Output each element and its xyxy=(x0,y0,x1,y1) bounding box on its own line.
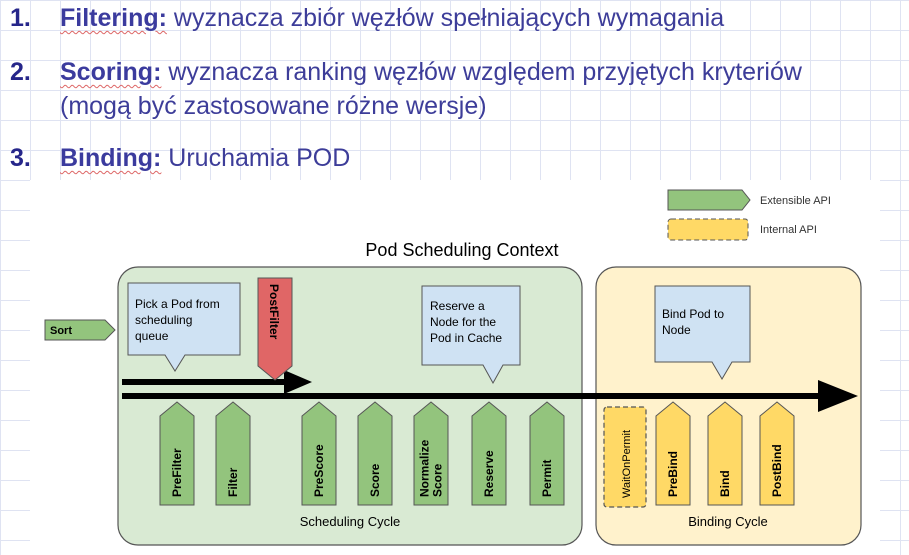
binding-label: Bind xyxy=(718,470,732,497)
scheduling-label: Score xyxy=(431,463,445,497)
list-text: wyznacza ranking węzłów względem przyjęt… xyxy=(161,58,802,86)
list-number: 2. xyxy=(10,58,31,86)
note-bind-line: Node xyxy=(662,323,691,337)
list-number: 3. xyxy=(10,144,31,172)
scheduling-label: Permit xyxy=(540,460,554,497)
scheduling-plugin xyxy=(471,401,507,506)
legend-internal-swatch xyxy=(667,218,749,241)
scheduling-label: Normalize xyxy=(418,439,432,497)
postfilter-plugin xyxy=(257,277,293,381)
scheduling-label: PreFilter xyxy=(170,448,184,497)
note-reserve-line: Reserve a xyxy=(430,299,485,313)
list-term: Scoring: xyxy=(60,58,162,86)
scheduling-plugin xyxy=(529,401,565,506)
flow-arrowhead-short xyxy=(284,370,312,394)
wait-on-permit-label: WaitOnPermit xyxy=(621,430,633,498)
legend-internal-label: Internal API xyxy=(760,224,817,236)
flow-arrowhead-main xyxy=(818,380,858,412)
scheduling-cycle-label: Scheduling Cycle xyxy=(300,514,400,529)
list-number: 1. xyxy=(10,4,31,32)
scheduling-plugin xyxy=(301,401,337,506)
scheduling-plugin xyxy=(159,401,195,506)
list-term: Filtering: xyxy=(60,4,167,32)
note-reserve-line: Node for the xyxy=(430,315,496,329)
scheduling-label: Filter xyxy=(226,467,240,497)
binding-cycle-label: Binding Cycle xyxy=(688,514,768,529)
binding-label: PostBind xyxy=(770,444,784,497)
binding-plugin xyxy=(707,401,743,506)
sort-plugin xyxy=(44,319,116,341)
scheduling-plugin xyxy=(357,401,393,506)
scheduling-label: Score xyxy=(368,463,382,497)
note-pick-line: Pick a Pod from xyxy=(135,297,220,311)
legend-extensible-swatch xyxy=(667,189,751,211)
note-reserve-line: Pod in Cache xyxy=(430,331,502,345)
scheduling-label: PreScore xyxy=(312,444,326,497)
list-term: Binding: xyxy=(60,144,162,172)
scheduling-plugin xyxy=(413,401,449,506)
scheduling-framework-diagram: Extensible API Internal API Pod Scheduli… xyxy=(30,180,880,555)
scheduling-label: Reserve xyxy=(482,450,496,497)
legend-extensible-label: Extensible API xyxy=(760,195,831,207)
binding-plugin xyxy=(655,401,691,506)
sort-label: Sort xyxy=(50,325,72,337)
note-pick-line: queue xyxy=(135,329,169,343)
wait-on-permit-plugin xyxy=(603,406,647,508)
note-reserve-node xyxy=(421,285,521,385)
list-text: Uruchamia POD xyxy=(161,144,351,172)
list-text: wyznacza zbiór węzłów spełniających wyma… xyxy=(166,4,725,32)
note-pick-line: scheduling xyxy=(135,313,192,327)
scheduling-plugin xyxy=(215,401,251,506)
postfilter-label: PostFilter xyxy=(267,284,281,340)
note-bind-line: Bind Pod to xyxy=(662,307,724,321)
note-pick-pod xyxy=(127,282,241,372)
binding-label: PreBind xyxy=(666,451,680,497)
list-text: (mogą być zastosowane różne wersje) xyxy=(60,92,487,120)
binding-plugin xyxy=(759,401,795,506)
note-bind-pod xyxy=(654,285,751,380)
diagram-title: Pod Scheduling Context xyxy=(365,240,558,260)
